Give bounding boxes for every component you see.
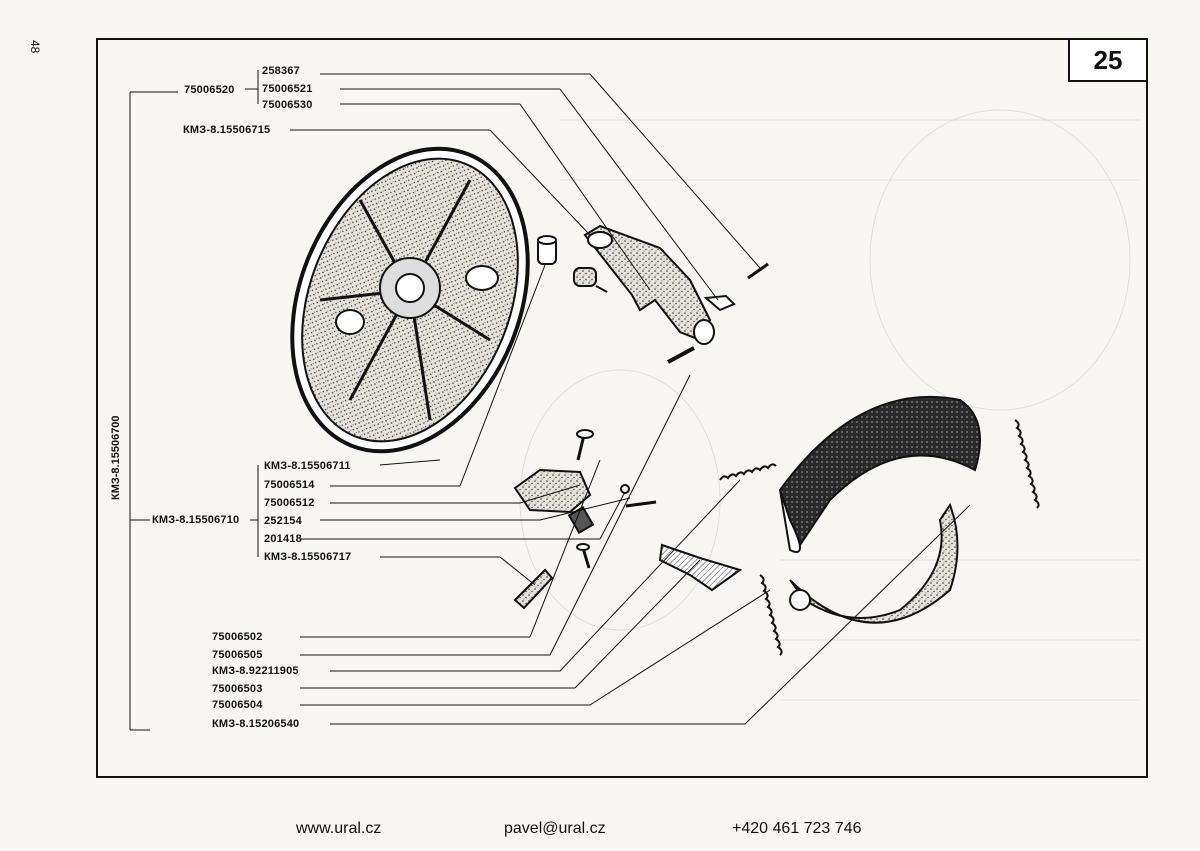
footer-phone: +420 461 723 746 — [732, 820, 862, 837]
label-15506717: КМЗ-8.15506717 — [264, 551, 352, 563]
label-201418: 201418 — [264, 533, 302, 545]
ghost-background — [519, 109, 1140, 701]
label-75006502: 75006502 — [212, 631, 263, 643]
label-92211905: КМЗ-8.92211905 — [212, 665, 299, 677]
brake-lever — [583, 224, 715, 345]
footer-email-link[interactable]: pavel@ural.cz — [504, 820, 606, 837]
brake-backplate — [290, 146, 530, 454]
label-15506700: КМЗ-8.15506700 — [110, 415, 122, 500]
label-75006530: 75006530 — [262, 99, 313, 111]
adjuster-cone — [658, 543, 743, 592]
footer-website-link[interactable]: www.ural.cz — [296, 820, 382, 837]
label-15506715: КМЗ-8.15506715 — [183, 124, 271, 136]
label-75006503: 75006503 — [212, 683, 263, 695]
label-15506710: КМЗ-8.15506710 — [152, 514, 240, 526]
cam-housing — [513, 429, 657, 610]
label-15506711: КМЗ-8.15506711 — [264, 460, 351, 472]
label-258367: 258367 — [262, 65, 300, 77]
small-parts — [537, 235, 769, 364]
label-252154: 252154 — [264, 515, 302, 527]
label-75006512: 75006512 — [264, 497, 315, 509]
label-75006520: 75006520 — [184, 84, 235, 96]
label-75006514: 75006514 — [264, 479, 315, 491]
label-15206540: КМЗ-8.15206540 — [212, 718, 300, 730]
plate-frame — [96, 38, 1148, 778]
label-75006521: 75006521 — [262, 83, 313, 95]
label-75006505: 75006505 — [212, 649, 263, 661]
plate-number-box: 25 — [1068, 38, 1148, 82]
leader-lines — [129, 70, 971, 731]
brake-shoes — [778, 396, 981, 624]
plate-number: 25 — [1093, 44, 1123, 75]
return-springs — [719, 419, 1040, 656]
label-75006504: 75006504 — [212, 699, 263, 711]
